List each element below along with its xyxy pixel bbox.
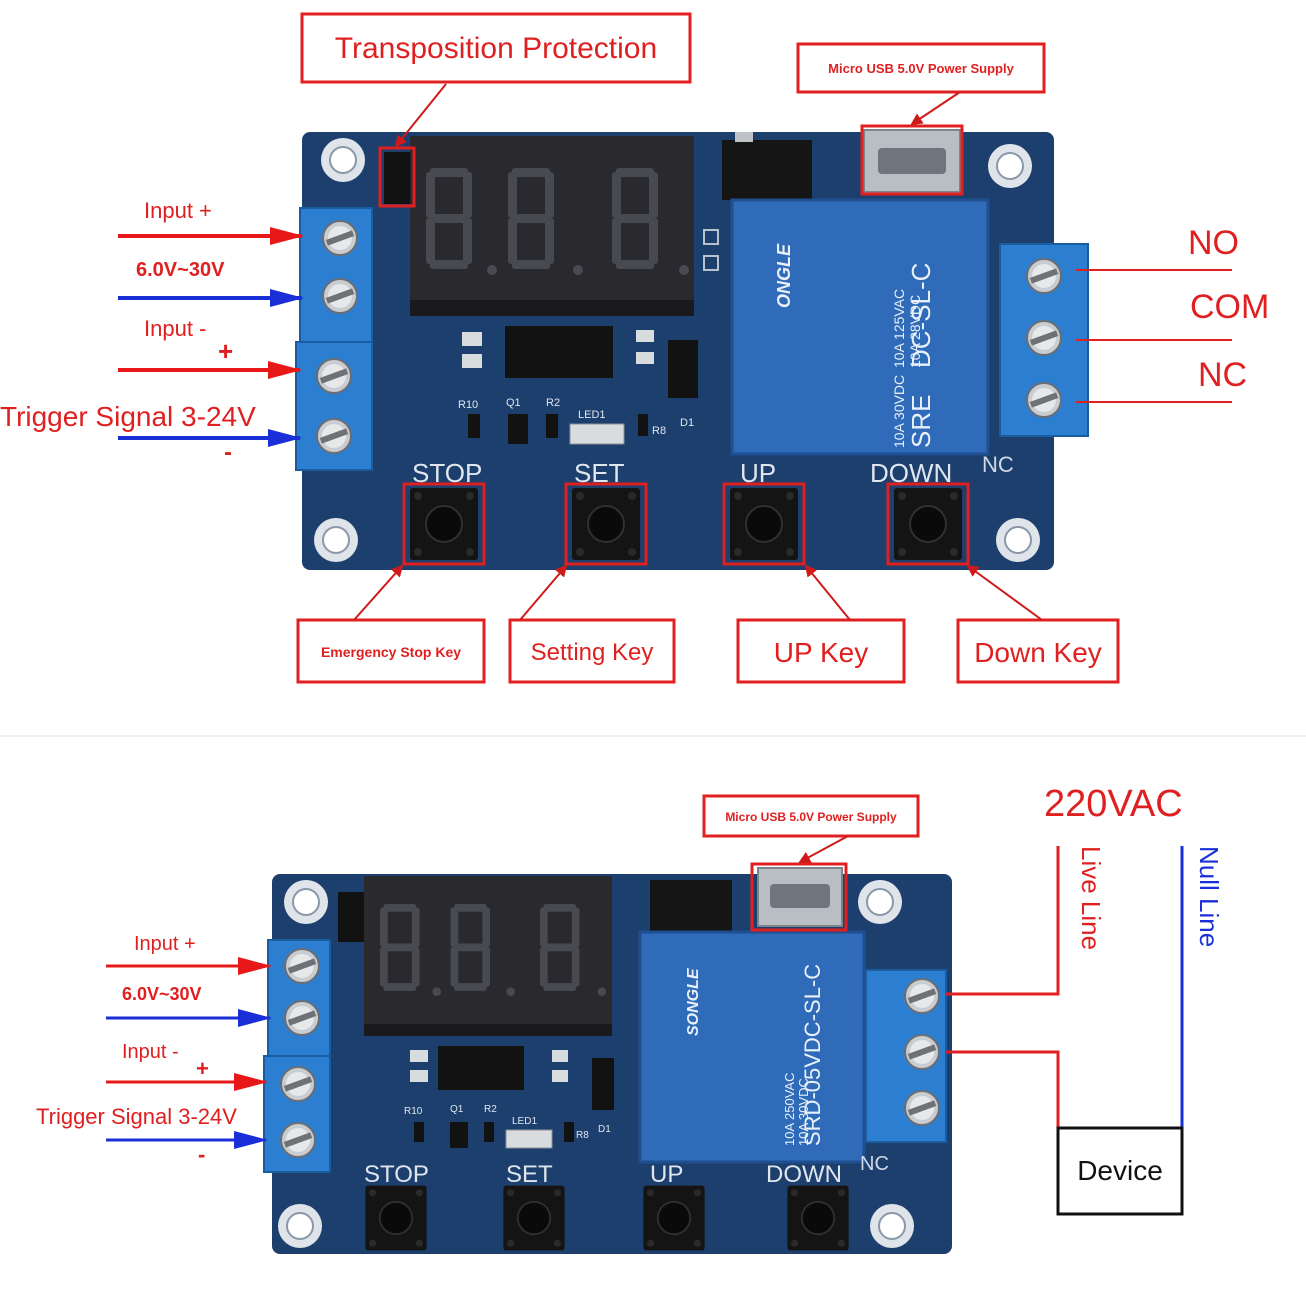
top-up-button bbox=[729, 487, 799, 561]
top-label-input-plus: Input + bbox=[144, 198, 212, 223]
top-relay bbox=[730, 198, 990, 456]
top-label-plus: + bbox=[218, 336, 233, 366]
top-silk-r8: R8 bbox=[652, 425, 666, 437]
bottom-display-digits bbox=[380, 904, 607, 997]
top-label-minus: - bbox=[224, 439, 232, 466]
bottom-relay-brand: SONGLE bbox=[685, 967, 702, 1036]
bottom-silk-q1: Q1 bbox=[450, 1104, 464, 1115]
top-callout-set: Setting Key bbox=[531, 639, 654, 666]
top-down-button bbox=[893, 487, 963, 561]
bottom-silk-r2: R2 bbox=[484, 1104, 497, 1115]
top-relay-rating1: 10A 125VAC bbox=[891, 289, 907, 368]
top-relay-rating3: 10A 30VDC bbox=[891, 375, 907, 448]
bottom-relay bbox=[638, 930, 866, 1164]
bottom-silk-up: UP bbox=[650, 1161, 683, 1188]
bottom-label-input-minus: Input - bbox=[122, 1041, 179, 1063]
top-protection-diode bbox=[384, 152, 412, 204]
bottom-label-plus: + bbox=[196, 1056, 209, 1081]
bottom-relay-rating2: 10A 30VDC bbox=[796, 1078, 811, 1146]
top-label-input-minus: Input - bbox=[144, 316, 206, 341]
bottom-relay-markings: SONGLE SRD-05VDC-SL-C 10A 250VAC 10A 30V… bbox=[685, 964, 825, 1146]
top-label-com: COM bbox=[1190, 288, 1269, 326]
top-nc-mark: NC bbox=[982, 452, 1014, 477]
bottom-label-live: Live Line bbox=[1076, 846, 1106, 950]
top-mount-hole bbox=[995, 517, 1041, 563]
top-relay-model: DC-SL-C bbox=[906, 263, 936, 368]
bottom-silk-d1: D1 bbox=[598, 1124, 611, 1135]
bottom-silk-down: DOWN bbox=[766, 1161, 842, 1188]
top-label-trigger: Trigger Signal 3-24V bbox=[0, 401, 256, 432]
bottom-label-220vac: 220VAC bbox=[1044, 783, 1183, 825]
top-callout-transposition: Transposition Protection bbox=[335, 32, 657, 65]
top-silk-q1: Q1 bbox=[506, 397, 521, 409]
top-relay-rating2: 10A 28VDC bbox=[907, 295, 923, 368]
bottom-label-trigger: Trigger Signal 3-24V bbox=[36, 1104, 237, 1129]
top-callout-up: UP Key bbox=[774, 637, 868, 668]
top-callout-stop: Emergency Stop Key bbox=[321, 644, 461, 660]
top-mount-hole bbox=[320, 137, 366, 183]
top-diode bbox=[668, 340, 698, 398]
bottom-nc-mark: NC bbox=[860, 1153, 889, 1175]
top-label-no: NO bbox=[1188, 224, 1239, 262]
top-ic-chip bbox=[505, 326, 613, 378]
bottom-callout-usb: Micro USB 5.0V Power Supply bbox=[725, 810, 897, 824]
bottom-label-null: Null Line bbox=[1194, 846, 1224, 947]
bottom-silk-r10: R10 bbox=[404, 1106, 423, 1117]
bottom-label-minus: - bbox=[198, 1142, 205, 1167]
bottom-diagram: R10 Q1 R2 LED1 R8 D1 SONGLE SRD-05VDC-SL… bbox=[36, 783, 1224, 1254]
bottom-relay-model: SRD-05VDC-SL-C bbox=[800, 964, 825, 1146]
top-callout-down: Down Key bbox=[974, 637, 1102, 668]
top-diagram: R10 Q1 R2 LED1 R8 D1 ONGLE DC-SL-C 10A 1… bbox=[0, 12, 1269, 684]
top-silk-r2: R2 bbox=[546, 397, 560, 409]
top-label-nc: NC bbox=[1198, 356, 1247, 394]
top-set-button bbox=[571, 487, 641, 561]
top-silk-d1: D1 bbox=[680, 417, 694, 429]
top-silk-r10: R10 bbox=[458, 399, 478, 411]
bottom-silk-led1: LED1 bbox=[512, 1116, 537, 1127]
bottom-label-voltage: 6.0V~30V bbox=[122, 984, 202, 1004]
top-mount-hole bbox=[313, 517, 359, 563]
bottom-device-box bbox=[1056, 1126, 1184, 1216]
bottom-label-input-plus: Input + bbox=[134, 933, 196, 955]
bottom-silk-stop: STOP bbox=[364, 1161, 429, 1188]
bottom-silk-r8: R8 bbox=[576, 1130, 589, 1141]
top-display-digits bbox=[426, 168, 689, 275]
top-silk-led1: LED1 bbox=[578, 409, 606, 421]
top-label-voltage: 6.0V~30V bbox=[136, 259, 225, 281]
bottom-silk-set: SET bbox=[506, 1161, 553, 1188]
bottom-relay-rating1: 10A 250VAC bbox=[782, 1073, 797, 1146]
top-stop-button bbox=[409, 487, 479, 561]
top-callout-usb: Micro USB 5.0V Power Supply bbox=[828, 61, 1014, 76]
top-relay-brand: ONGLE bbox=[774, 243, 794, 308]
top-relay-sre: SRE bbox=[906, 395, 936, 448]
top-mount-hole bbox=[987, 143, 1033, 189]
top-regulator bbox=[722, 140, 812, 200]
top-relay-markings: ONGLE DC-SL-C 10A 125VAC 10A 28VDC 10A 3… bbox=[774, 243, 936, 448]
bottom-device-label: Device bbox=[1077, 1155, 1163, 1186]
